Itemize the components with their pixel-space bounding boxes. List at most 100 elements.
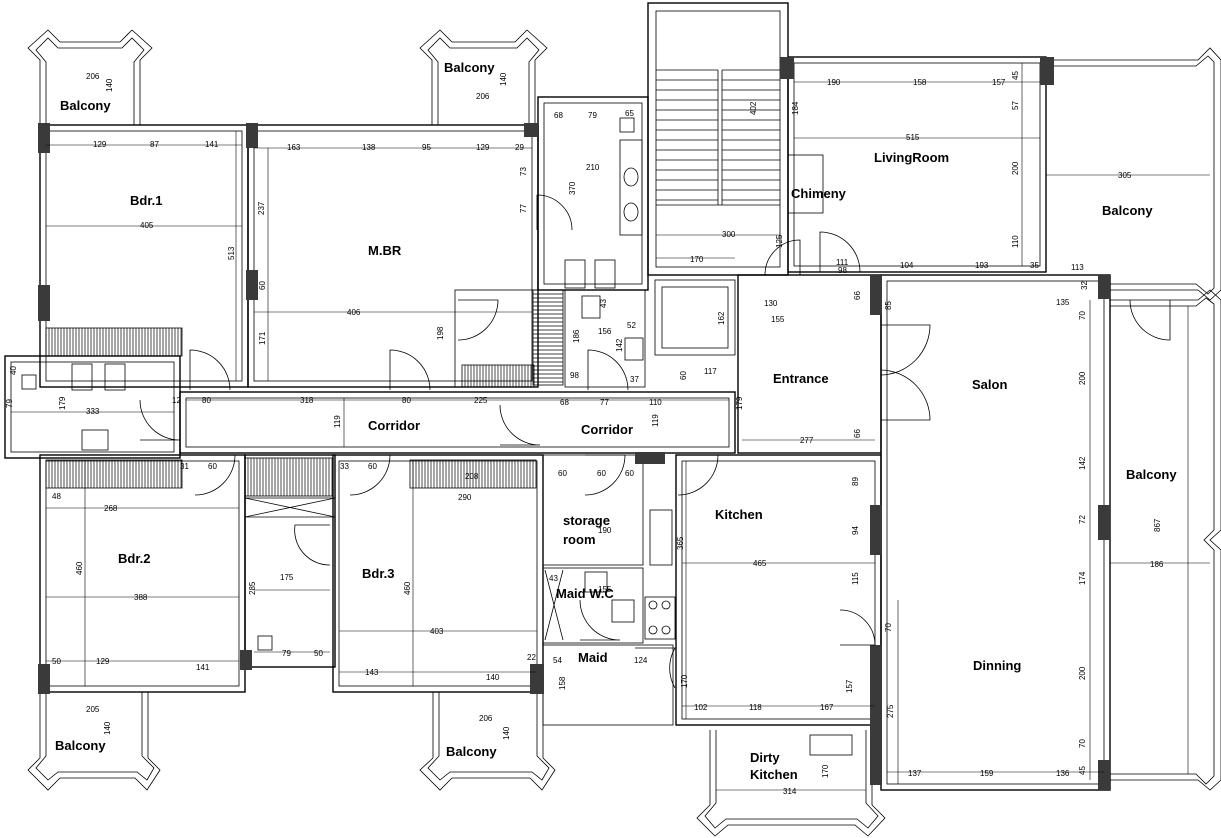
dim-label: 208: [465, 472, 479, 481]
dim-label: 89: [851, 477, 860, 486]
dim-label: 40: [9, 366, 18, 375]
dim-label: 138: [362, 143, 376, 152]
dim-label: 179: [735, 396, 744, 410]
dim-label: 60: [625, 469, 634, 478]
dim-label: 179: [58, 396, 67, 410]
dim-label: 60: [679, 371, 688, 380]
dim-label: 140: [499, 72, 508, 86]
dim-label: 60: [597, 469, 606, 478]
staircase: [656, 69, 780, 206]
walls: [4, 2, 1111, 791]
dim-label: 77: [519, 204, 528, 213]
dim-label: 72: [1078, 515, 1087, 524]
dim-label: 68: [560, 398, 569, 407]
dim-label: 365: [676, 536, 685, 550]
dim-label: 142: [1078, 456, 1087, 470]
dim-label: 157: [845, 679, 854, 693]
dim-label: 77: [600, 398, 609, 407]
room-label-corridor2: Corridor: [581, 422, 633, 437]
dim-label: 113: [1071, 263, 1084, 272]
room-label-entrance: Entrance: [773, 371, 829, 386]
room-label-balcony-sw: Balcony: [55, 738, 106, 753]
dim-label: 155: [771, 315, 785, 324]
room-label-bdr3: Bdr.3: [362, 566, 395, 581]
wardrobe: [45, 459, 183, 489]
dim-label: 48: [52, 492, 61, 501]
dim-label: 460: [403, 581, 412, 595]
dim-label: 70: [1078, 311, 1087, 320]
dim-label: 170: [690, 255, 704, 264]
dim-label: 205: [86, 705, 100, 714]
dim-label: 141: [196, 663, 210, 672]
dim-label: 136: [1056, 769, 1070, 778]
dim-label: 57: [1011, 101, 1020, 110]
dim-label: 174: [1078, 571, 1087, 585]
dim-label: 66: [853, 429, 862, 438]
dim-label: 186: [1150, 560, 1164, 569]
dim-label: 115: [851, 572, 860, 585]
room-label-storage-2: room: [563, 532, 596, 547]
dim-label: 515: [906, 133, 920, 142]
room-label-balcony-s: Balcony: [446, 744, 497, 759]
dim-label: 98: [838, 266, 847, 275]
dim-label: 79: [282, 649, 291, 658]
dim-label: 157: [992, 78, 1006, 87]
dim-label: 140: [103, 721, 112, 735]
dim-label: 102: [694, 703, 708, 712]
dim-label: 87: [150, 140, 159, 149]
wardrobe-hatches: [45, 289, 564, 497]
dim-label: 190: [827, 78, 841, 87]
dim-label: 190: [598, 526, 612, 535]
dim-label: 370: [568, 181, 577, 195]
dim-label: 143: [365, 668, 379, 677]
room-label-dinning: Dinning: [973, 658, 1021, 673]
dim-label: 140: [486, 673, 500, 682]
room-label-salon: Salon: [972, 377, 1007, 392]
room-label-dirty-kitchen-2: Kitchen: [750, 767, 798, 782]
dim-label: 163: [287, 143, 301, 152]
dim-label: 110: [1011, 235, 1020, 248]
dim-label: 35: [1030, 261, 1039, 270]
room-label-bdr1: Bdr.1: [130, 193, 163, 208]
dim-label: 98: [570, 371, 579, 380]
dim-label: 403: [430, 627, 444, 636]
dim-label: 70: [1078, 739, 1087, 748]
dim-label: 94: [851, 526, 860, 535]
dim-label: 210: [586, 163, 600, 172]
dim-label: 119: [333, 415, 342, 428]
dim-label: 118: [749, 703, 762, 712]
dim-label: 206: [86, 72, 100, 81]
dim-label: 460: [75, 561, 84, 575]
dim-label: 80: [202, 396, 211, 405]
room-label-mbr: M.BR: [368, 243, 402, 258]
dim-label: 95: [422, 143, 431, 152]
dim-label: 158: [913, 78, 927, 87]
dim-label: 186: [572, 329, 581, 343]
dim-label: 124: [634, 656, 648, 665]
dim-label: 104: [900, 261, 914, 270]
dim-label: 170: [821, 764, 830, 778]
dim-label: 80: [402, 396, 411, 405]
dim-label: 156: [598, 327, 612, 336]
dim-label: 125: [775, 234, 784, 248]
dim-label: 184: [791, 101, 800, 115]
dim-label: 465: [753, 559, 767, 568]
dim-label: 79: [588, 111, 597, 120]
dim-label: 52: [627, 321, 636, 330]
dim-label: 225: [474, 396, 488, 405]
room-label-maid-wc: Maid W.C: [556, 586, 614, 601]
dim-label: 68: [554, 111, 563, 120]
room-label-balcony-nw: Balcony: [60, 98, 111, 113]
room-labels: Balcony Balcony Balcony Balcony Balcony …: [55, 60, 1177, 782]
dim-label: 60: [558, 469, 567, 478]
dim-label: 405: [140, 221, 154, 230]
dim-label: 388: [134, 593, 148, 602]
room-label-balcony-ne: Balcony: [1102, 203, 1153, 218]
dim-label: 193: [975, 261, 989, 270]
dim-label: 237: [257, 201, 266, 215]
dim-label: 12: [172, 396, 181, 405]
dim-label: 140: [105, 78, 114, 92]
dim-label: 305: [1118, 171, 1132, 180]
dim-label: 60: [208, 462, 217, 471]
